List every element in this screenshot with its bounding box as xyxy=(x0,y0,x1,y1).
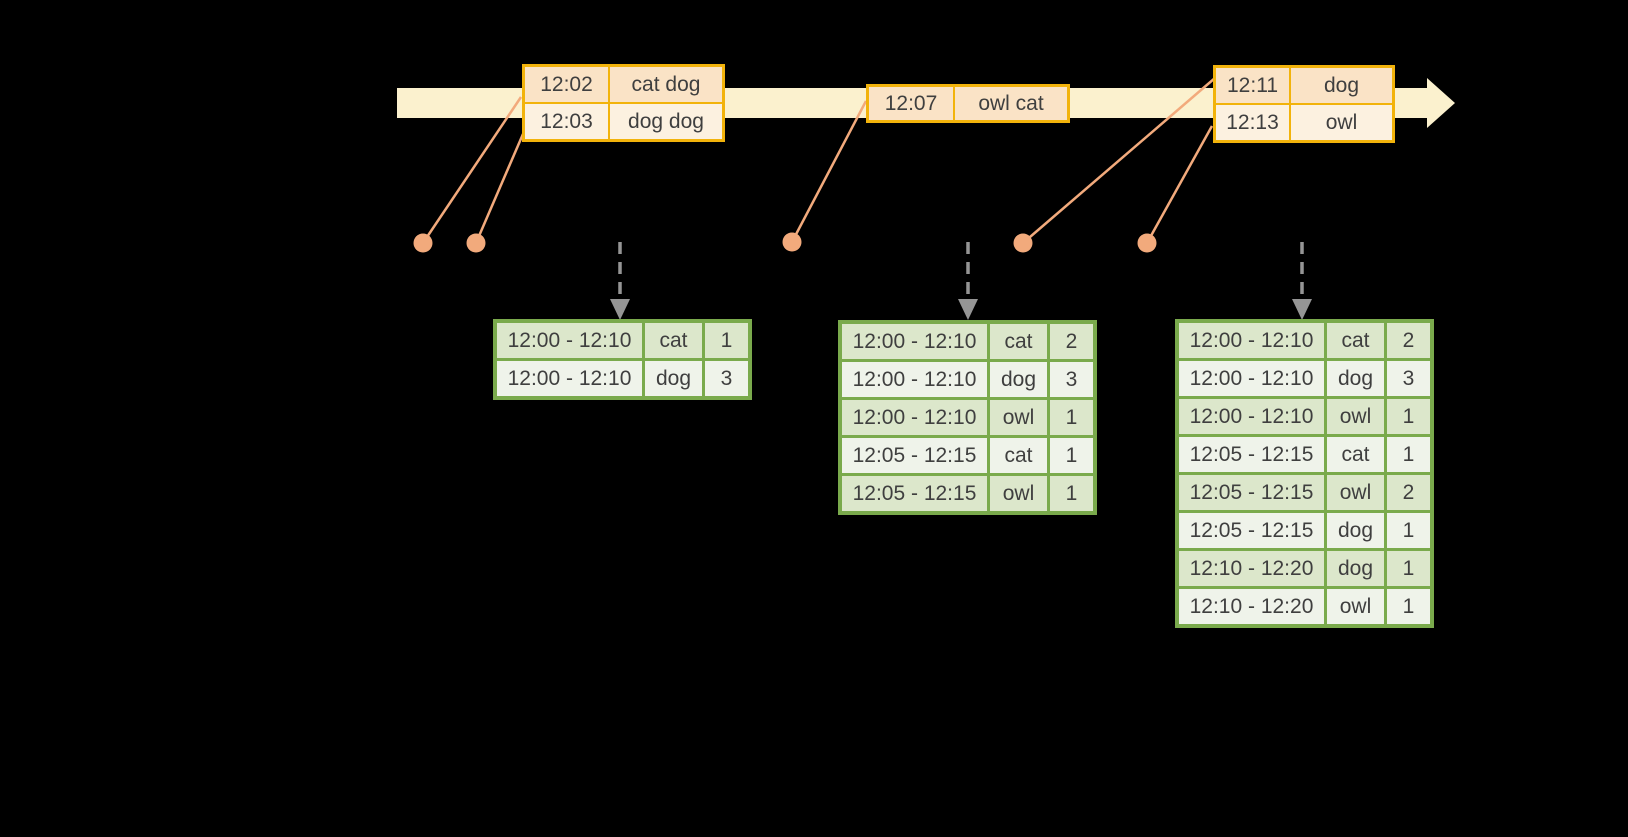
event-connector-line xyxy=(421,96,523,244)
event-time-cell: 12:02 xyxy=(525,67,608,102)
event-connector-line xyxy=(1145,125,1214,244)
window-cell: 12:05 - 12:15 xyxy=(842,438,987,473)
event-marker-dot xyxy=(466,233,486,253)
trigger-arrow xyxy=(1292,242,1312,320)
event-time-cell: 12:13 xyxy=(1216,105,1289,140)
window-cell: 12:00 - 12:10 xyxy=(842,324,987,359)
count-cell: 1 xyxy=(1050,400,1093,435)
word-cell: cat xyxy=(990,324,1047,359)
count-cell: 1 xyxy=(1387,551,1430,586)
result-table-2: 12:00 - 12:10 cat 2 12:00 - 12:10 dog 3 … xyxy=(838,320,1097,515)
word-cell: cat xyxy=(990,438,1047,473)
word-cell: cat xyxy=(645,323,702,358)
window-cell: 12:05 - 12:15 xyxy=(1179,475,1324,510)
event-connector-line xyxy=(790,100,868,243)
count-cell: 3 xyxy=(1050,362,1093,397)
word-cell: dog xyxy=(990,362,1047,397)
event-marker-dot xyxy=(1013,233,1033,253)
count-cell: 1 xyxy=(1387,513,1430,548)
event-time-cell: 12:03 xyxy=(525,104,608,139)
word-cell: owl xyxy=(1327,589,1384,624)
word-cell: dog xyxy=(1327,551,1384,586)
event-batch-box-2: 12:07 owl cat xyxy=(866,84,1070,123)
count-cell: 1 xyxy=(1050,476,1093,511)
window-cell: 12:00 - 12:10 xyxy=(842,400,987,435)
count-cell: 2 xyxy=(1050,324,1093,359)
word-cell: dog xyxy=(645,361,702,396)
event-time-cell: 12:07 xyxy=(869,87,953,120)
event-connector-line xyxy=(1022,77,1216,244)
trigger-arrow-head-icon xyxy=(1292,299,1312,320)
event-batch-box-3: 12:11 dog 12:13 owl xyxy=(1213,65,1395,143)
word-cell: owl xyxy=(1327,399,1384,434)
window-cell: 12:00 - 12:10 xyxy=(497,361,642,396)
event-marker-dot xyxy=(1137,233,1157,253)
count-cell: 3 xyxy=(705,361,748,396)
count-cell: 1 xyxy=(1387,589,1430,624)
event-batch-box-1: 12:02 cat dog 12:03 dog dog xyxy=(522,64,725,142)
result-table-3: 12:00 - 12:10 cat 2 12:00 - 12:10 dog 3 … xyxy=(1175,319,1434,628)
event-words-cell: owl xyxy=(1291,105,1392,140)
count-cell: 1 xyxy=(1387,437,1430,472)
trigger-arrow xyxy=(610,242,630,320)
event-marker-dot xyxy=(782,232,802,252)
window-cell: 12:05 - 12:15 xyxy=(842,476,987,511)
window-cell: 12:05 - 12:15 xyxy=(1179,437,1324,472)
word-cell: owl xyxy=(990,476,1047,511)
window-cell: 12:00 - 12:10 xyxy=(497,323,642,358)
result-table-1: 12:00 - 12:10 cat 1 12:00 - 12:10 dog 3 xyxy=(493,319,752,400)
window-cell: 12:00 - 12:10 xyxy=(1179,361,1324,396)
window-cell: 12:05 - 12:15 xyxy=(1179,513,1324,548)
count-cell: 1 xyxy=(1387,399,1430,434)
word-cell: owl xyxy=(990,400,1047,435)
event-words-cell: dog xyxy=(1291,68,1392,103)
word-cell: cat xyxy=(1327,437,1384,472)
event-marker-dot xyxy=(413,233,433,253)
timeline-arrowhead-icon xyxy=(1427,78,1455,128)
event-words-cell: owl cat xyxy=(955,87,1067,120)
event-connector-line xyxy=(474,133,525,244)
trigger-arrow-head-icon xyxy=(958,299,978,320)
word-cell: dog xyxy=(1327,361,1384,396)
window-cell: 12:00 - 12:10 xyxy=(1179,323,1324,358)
event-words-cell: cat dog xyxy=(610,67,722,102)
event-time-cell: 12:11 xyxy=(1216,68,1289,103)
count-cell: 3 xyxy=(1387,361,1430,396)
count-cell: 1 xyxy=(705,323,748,358)
count-cell: 1 xyxy=(1050,438,1093,473)
word-cell: owl xyxy=(1327,475,1384,510)
window-cell: 12:10 - 12:20 xyxy=(1179,551,1324,586)
count-cell: 2 xyxy=(1387,323,1430,358)
event-words-cell: dog dog xyxy=(610,104,722,139)
window-cell: 12:10 - 12:20 xyxy=(1179,589,1324,624)
count-cell: 2 xyxy=(1387,475,1430,510)
trigger-arrow-head-icon xyxy=(610,299,630,320)
trigger-arrow xyxy=(958,242,978,320)
window-cell: 12:00 - 12:10 xyxy=(1179,399,1324,434)
word-cell: dog xyxy=(1327,513,1384,548)
word-cell: cat xyxy=(1327,323,1384,358)
window-cell: 12:00 - 12:10 xyxy=(842,362,987,397)
